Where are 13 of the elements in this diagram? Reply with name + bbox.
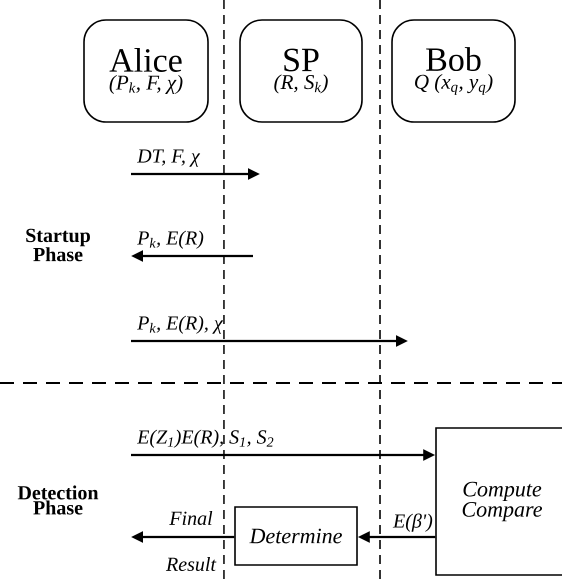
edge-label: Final Result: [166, 510, 216, 572]
process-box: Determine: [234, 506, 358, 566]
message-label: DT, F, χ: [136, 149, 200, 167]
participant-box: SP (R, S$_{k}$): [239, 19, 363, 123]
phase-label: Detection Phase: [18, 485, 98, 515]
message-label: P$_{k}$, E(R), χ: [137, 316, 224, 334]
participant-box: Alice (P$_{k}$, F, χ): [83, 19, 209, 123]
message-label: P$_{k}$, E(R): [137, 230, 204, 249]
process-box: Compute Compare: [435, 427, 562, 576]
phase-label: Startup Phase: [26, 228, 90, 262]
participant-box: Bob Q (x$_{q}$, y$_{q}$): [391, 19, 516, 123]
edge-label: E(Z$_{1}$)E(R), S$_{1}$, S$_{2}$: [136, 430, 274, 448]
edge-label: E(β'): [392, 513, 432, 532]
